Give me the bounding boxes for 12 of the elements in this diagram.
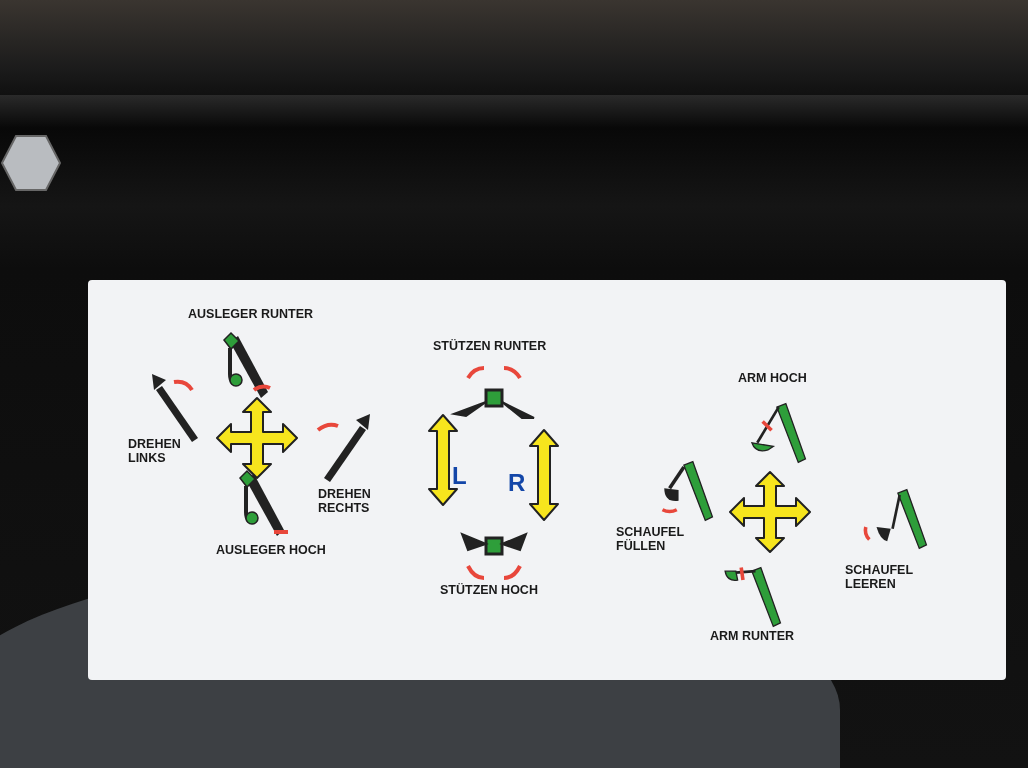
function-label: ARM RUNTER bbox=[710, 630, 795, 644]
function-label: SCHAUFEL FÜLLEN bbox=[616, 526, 685, 554]
function-label: AUSLEGER HOCH bbox=[216, 544, 326, 558]
side-letter: L bbox=[452, 463, 467, 490]
function-label: STÜTZEN HOCH bbox=[440, 584, 538, 598]
function-label: DREHEN LINKS bbox=[128, 438, 182, 466]
function-label: AUSLEGER RUNTER bbox=[188, 308, 313, 322]
function-label: DREHEN RECHTS bbox=[318, 488, 372, 516]
function-label: STÜTZEN RUNTER bbox=[433, 340, 547, 354]
function-label: ARM HOCH bbox=[738, 372, 807, 386]
side-letter: R bbox=[508, 470, 526, 497]
function-label: SCHAUFEL LEEREN bbox=[845, 564, 914, 592]
